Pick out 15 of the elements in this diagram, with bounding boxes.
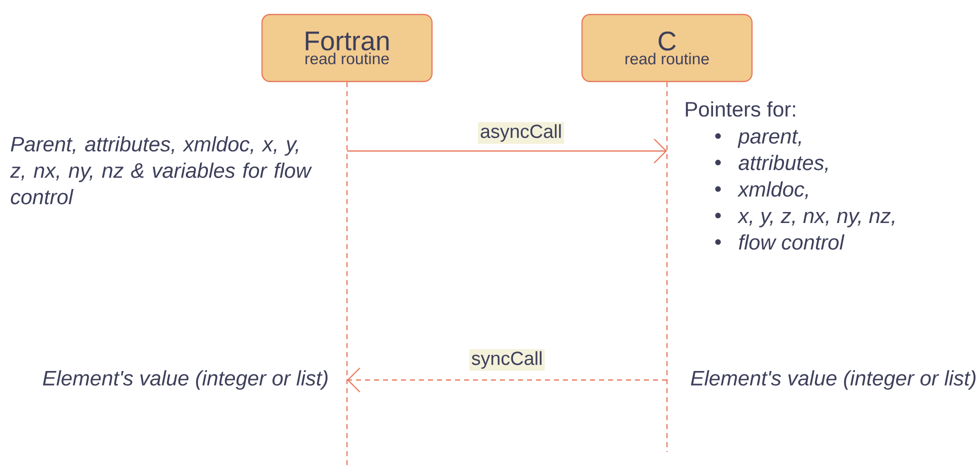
message-arrow [347,368,667,392]
list-item: flow control [715,234,844,250]
note-text: Pointers for: [686,101,796,117]
list-item: x, y, z, nx, ny, nz, [715,212,894,228]
lifeline-header-box: C read routine [581,14,753,82]
lifeline-header-box: Fortran read routine [261,14,433,82]
list-item: xmldoc, [715,181,808,200]
list-item: attributes, [715,154,828,173]
note-paragraph: Parent, attributes, xmldoc, x, y, z, nx, ny, nz & variables for flow control [10,136,312,204]
list-item: parent, [715,130,801,148]
edge-label: syncCall [469,349,545,371]
message-arrow [347,138,667,164]
note-text: Element's value (integer or list) [42,370,328,390]
note-text: Element's value (integer or list) [690,370,976,390]
edge-label: asyncCall [478,122,564,144]
